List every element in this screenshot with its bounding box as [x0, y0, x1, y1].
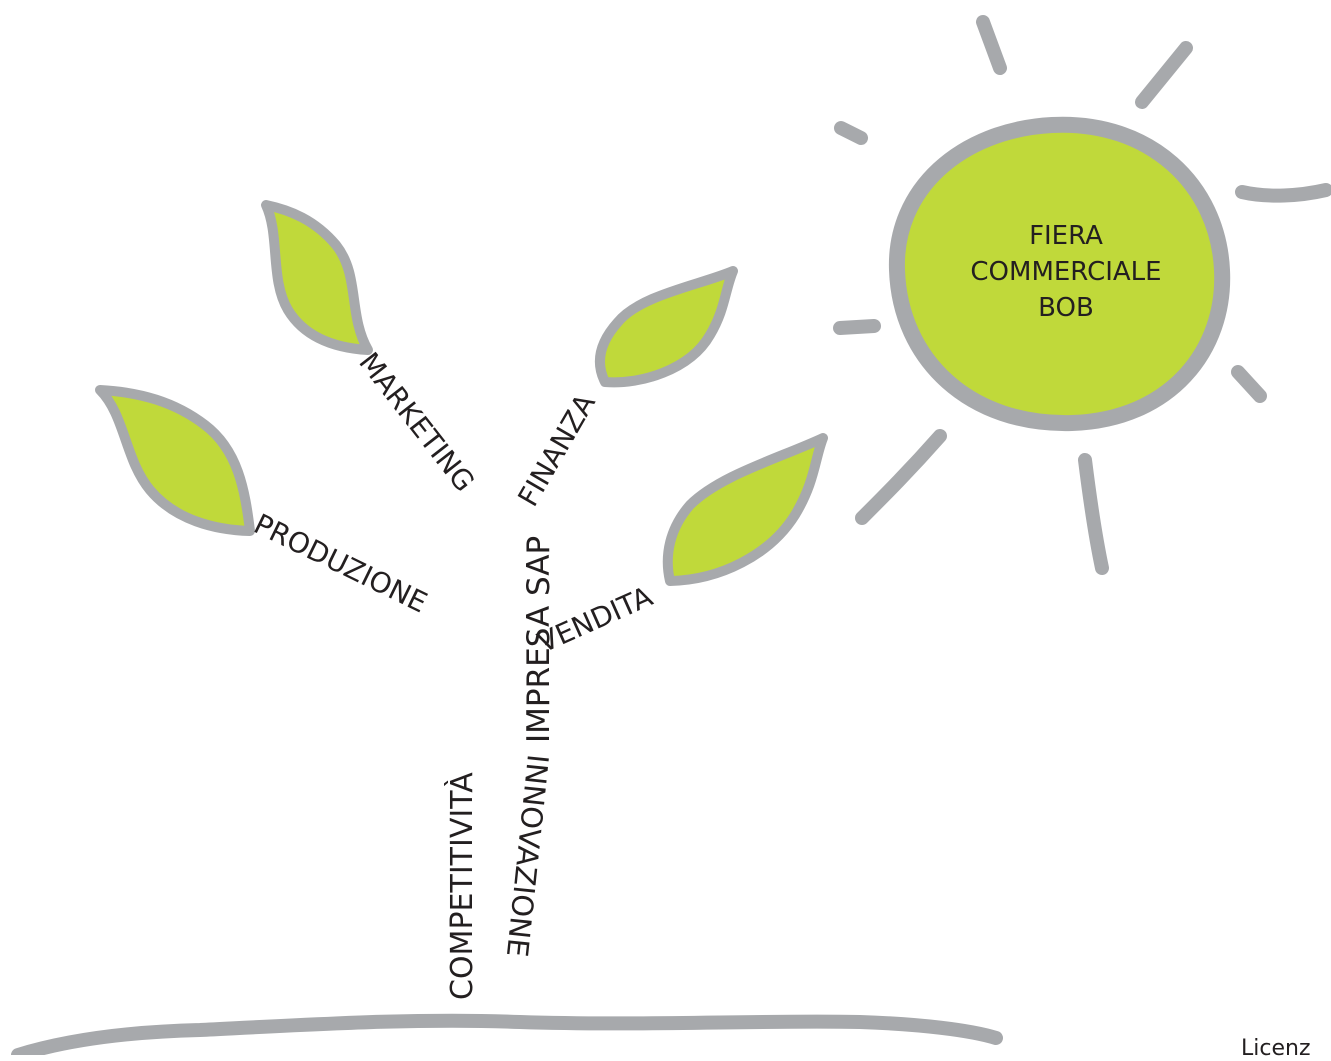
sun-rays	[833, 15, 1331, 575]
sun-ray	[1135, 41, 1193, 109]
sun-label-line-3: BOB	[1038, 293, 1094, 323]
sun-label: FIERA COMMERCIALE BOB	[946, 218, 1186, 326]
sun-ray	[1078, 453, 1109, 575]
root-label-competitivita: COMPETITIVITÀ	[445, 772, 480, 1000]
leaf-finanza	[594, 266, 738, 388]
sun-ray	[1235, 183, 1331, 203]
leaf-produzione	[95, 385, 255, 536]
sun-ray	[1231, 365, 1267, 403]
sun-label-line-2: COMMERCIALE	[970, 257, 1162, 287]
sun-ray	[833, 319, 881, 335]
sun-label-line-1: FIERA	[1029, 221, 1103, 251]
leaves	[95, 200, 828, 586]
sun-ray	[855, 429, 947, 525]
license-text: Licenz	[1241, 1036, 1311, 1061]
sun-circle	[888, 116, 1231, 432]
ground-line	[11, 1013, 1003, 1055]
leaf-marketing	[261, 200, 373, 355]
sun-ray	[834, 121, 868, 145]
leaf-vendita	[662, 433, 828, 586]
sun-ray	[976, 15, 1007, 75]
